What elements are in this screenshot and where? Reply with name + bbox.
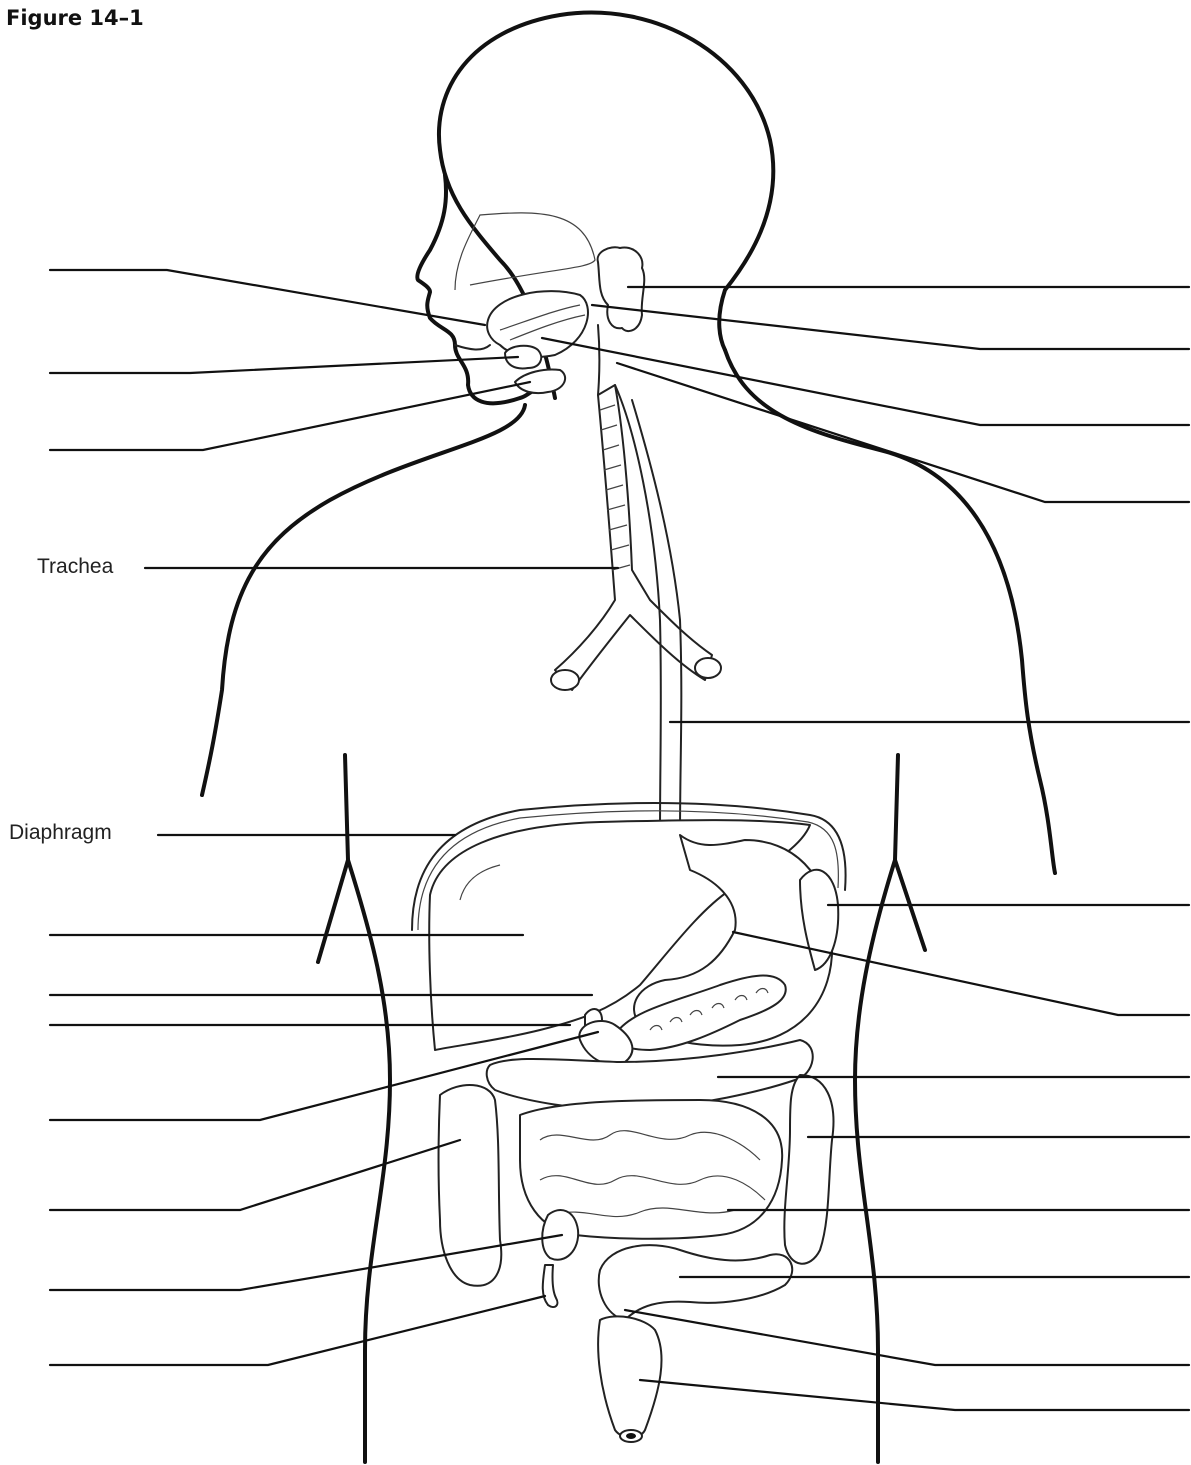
rectum <box>598 1316 661 1437</box>
leader-line-left-2 <box>50 357 518 373</box>
head-outline <box>439 13 773 398</box>
leader-line-right-rectum <box>625 1310 1189 1365</box>
trachea-tube <box>555 385 712 690</box>
sublingual-gland <box>515 370 565 394</box>
descending-colon <box>784 1075 833 1264</box>
ascending-colon <box>439 1085 502 1286</box>
tongue <box>487 291 588 357</box>
left-shoulder <box>202 405 525 795</box>
anal-opening <box>626 1433 636 1439</box>
right-torso <box>855 860 895 1462</box>
body-outline <box>202 13 1055 1462</box>
leader-line-right-2 <box>592 305 1189 349</box>
trachea <box>551 385 721 690</box>
nasal-cavity <box>455 213 595 290</box>
mouth-line <box>455 345 490 350</box>
pharynx <box>598 325 600 395</box>
leader-line-right-4 <box>617 363 1189 502</box>
leader-line-left-1 <box>50 270 485 325</box>
leader-line-right-3 <box>542 338 1189 425</box>
right-bronchus-opening <box>695 658 721 678</box>
left-arm-line <box>318 755 348 962</box>
appendix <box>543 1265 558 1307</box>
leader-line-left-ascending <box>50 1140 460 1210</box>
leader-line-left-3 <box>50 382 530 450</box>
left-torso <box>348 860 390 1462</box>
parotid-gland <box>598 247 645 331</box>
leader-line-left-appendix <box>50 1296 545 1365</box>
sigmoid-colon <box>599 1245 792 1320</box>
left-bronchus-opening <box>551 670 579 690</box>
right-arm-line <box>895 755 925 950</box>
right-shoulder <box>725 350 1055 873</box>
leader-line-right-anus <box>640 1380 1189 1410</box>
